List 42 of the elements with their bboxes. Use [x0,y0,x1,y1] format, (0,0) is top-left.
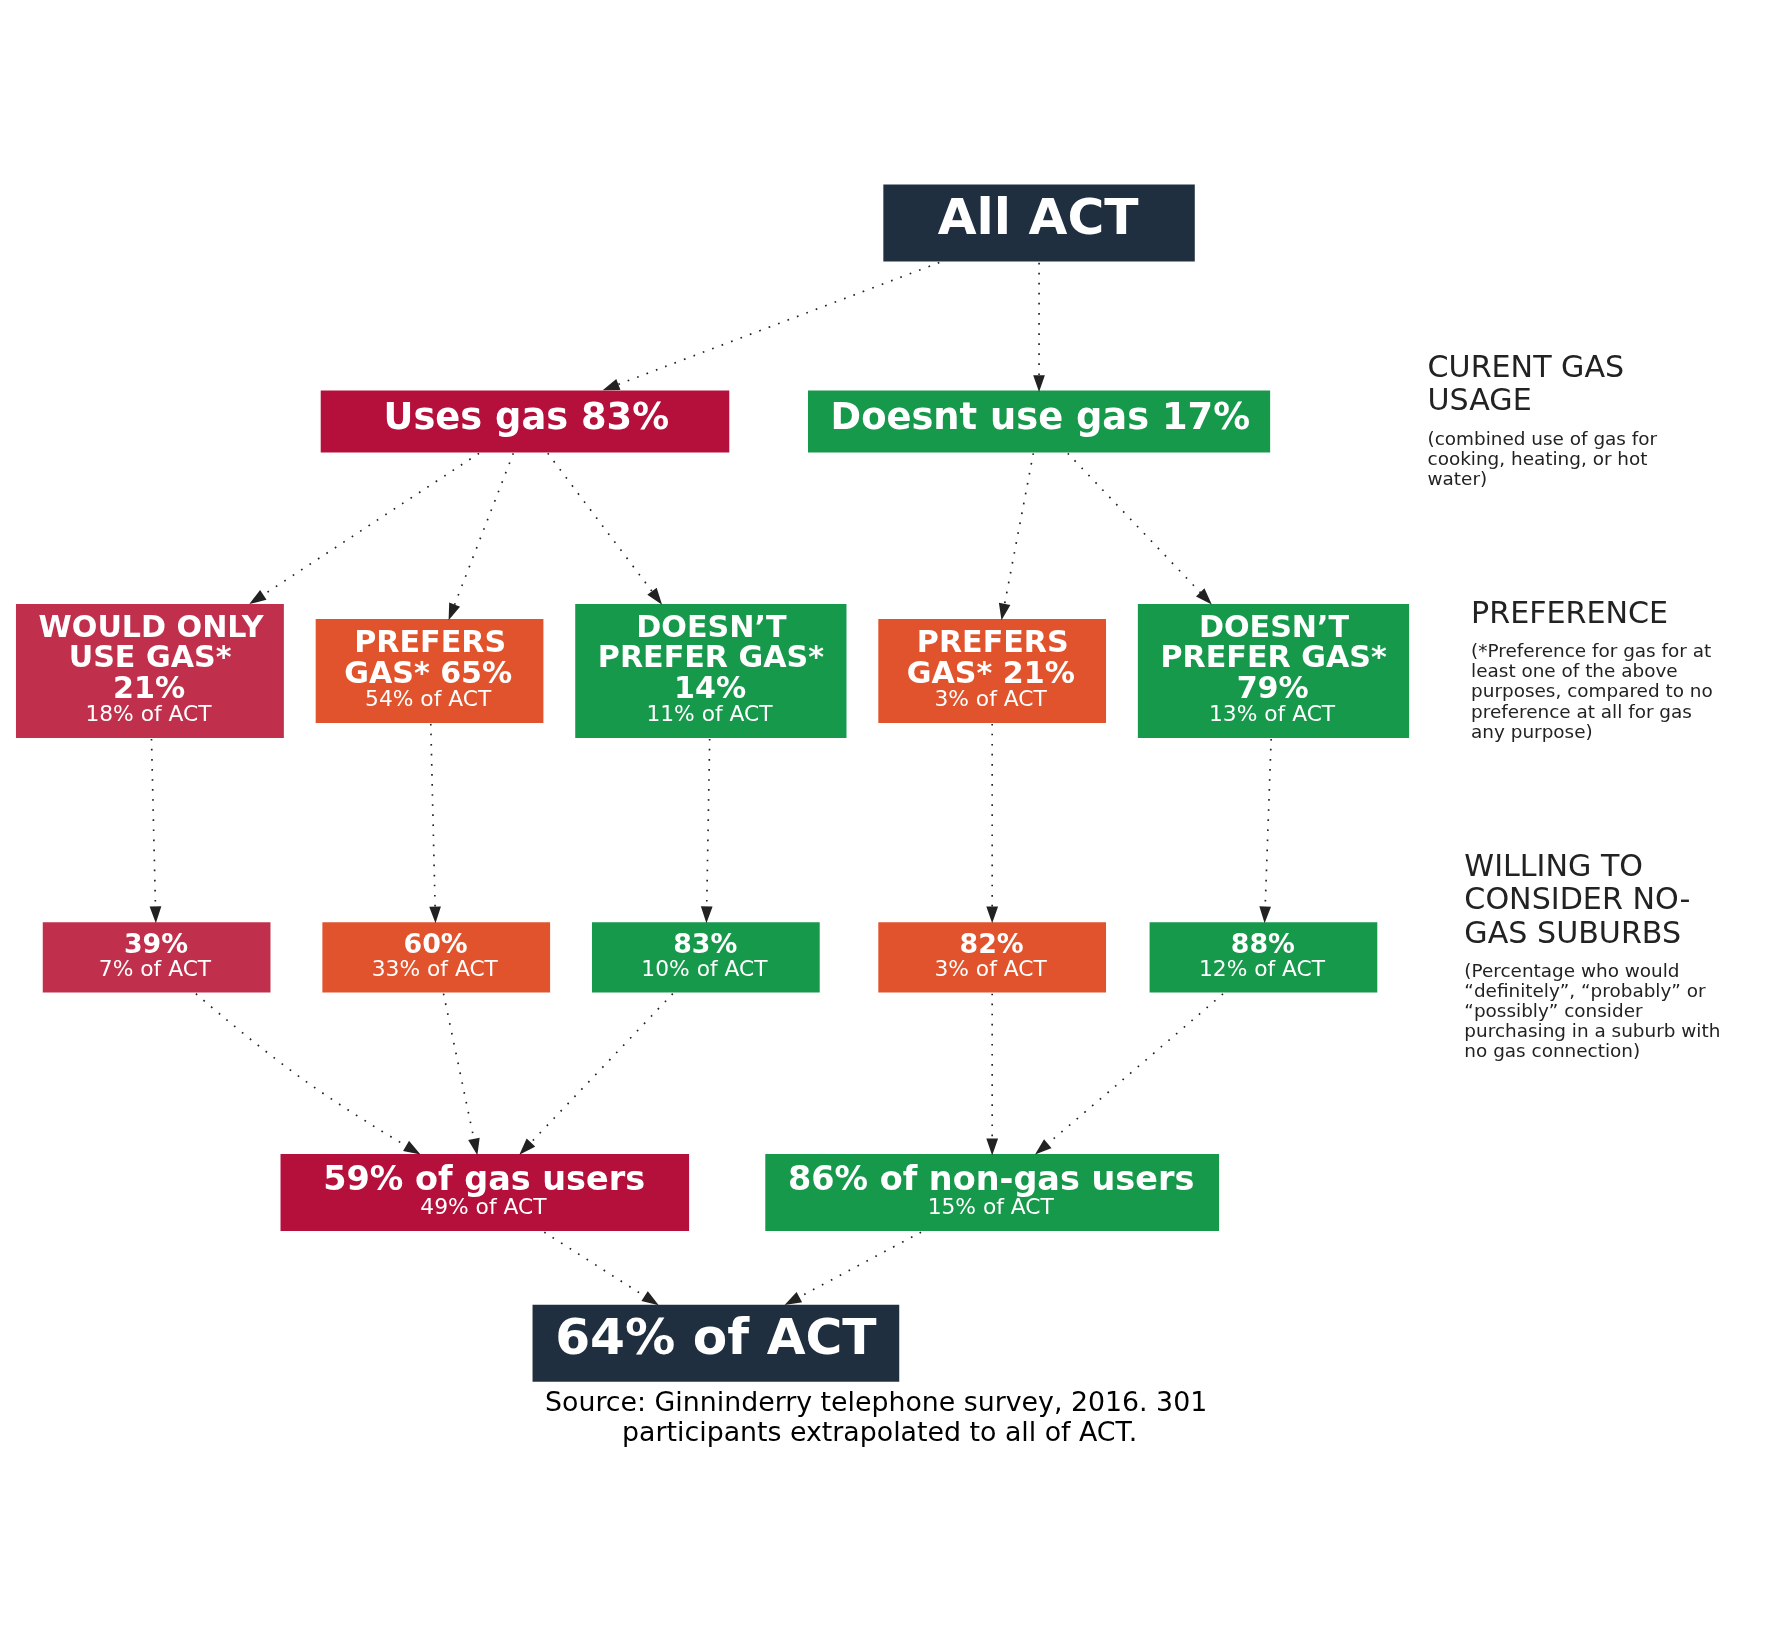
arrow [442,992,480,1155]
arrow [700,737,713,923]
node-box: Doesnt use gas 17% [806,388,1272,454]
node-box: 59% of gas users 49% of ACT [278,1151,691,1233]
arrow [543,1230,659,1305]
node-box: WOULD ONLY USE GAS* 21% 18% of ACT [14,601,286,740]
arrow [1033,261,1045,392]
node-box: 60% 33% of ACT [320,919,552,994]
node-box: 39% 7% of ACT [41,919,273,994]
label: (Percentage who would “definitely”, “probably” or “possibly” consider purchasing in a suburb with no gas connection) [1464,959,1721,1061]
arrow [986,722,999,923]
node-box: DOESN’T PREFER GAS* 79% 13% of ACT [1136,601,1411,740]
arrow [149,737,162,923]
arrow [519,992,674,1155]
label: CURENT GAS USAGE [1427,348,1625,417]
label: (*Preference for gas for at least one of the above purposes, compared to no preference at all for gas any purpose) [1471,639,1713,742]
arrow [546,452,663,605]
node-box: PREFERS GAS* 21% 3% of ACT [876,616,1108,725]
arrow [986,992,999,1155]
node-box: Uses gas 83% [319,388,731,454]
node-box: 86% of non-gas users 15% of ACT [763,1151,1221,1233]
label: (combined use of gas for cooking, heating, or hot water) [1427,427,1658,489]
node-box: DOESN’T PREFER GAS* 14% 11% of ACT [573,601,849,740]
arrow [1066,452,1212,605]
arrow [784,1230,922,1305]
node-box: All ACT [881,182,1197,263]
arrow [249,452,480,604]
arrow [195,992,421,1154]
arrow [1259,737,1272,923]
arrow [602,261,941,390]
node-box: 88% 12% of ACT [1147,919,1379,994]
caption: Source: Ginninderry telephone survey, 2016. 301 participants extrapolated to all of ACT. [545,1385,1208,1447]
node-box: 82% 3% of ACT [876,919,1108,994]
node-box: PREFERS GAS* 65% 54% of ACT [314,616,546,725]
node-box: 83% 10% of ACT [590,919,822,994]
label: PREFERENCE [1471,594,1669,630]
arrow [1035,992,1224,1155]
arrow [448,452,515,620]
label: WILLING TO CONSIDER NO-GAS SUBURBS [1464,847,1691,950]
arrow [998,452,1035,620]
arrow [429,722,441,923]
node-box: 64% of ACT [530,1302,901,1383]
